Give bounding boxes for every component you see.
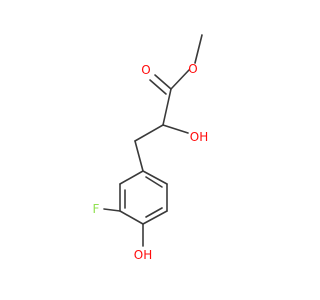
atom-label-layer: O O OH F OH xyxy=(93,62,209,262)
bond-alpha-hydroxyl xyxy=(162,124,189,134)
molecule-structure: O O OH F OH xyxy=(93,34,209,262)
bond-ester-oxygen-carbonyl-carbon xyxy=(170,69,190,90)
bond-layer xyxy=(103,34,203,247)
ring-inner-double-3 xyxy=(145,176,163,188)
ring-bond-c1-c2 xyxy=(119,170,144,185)
atom-phenol-hydroxyl: OH xyxy=(134,248,152,262)
bond-alpha-methylene xyxy=(134,124,164,142)
atom-ester-oxygen: O xyxy=(188,62,197,76)
ring-bond-c4-c5 xyxy=(142,210,168,225)
bond-ring-fluorine xyxy=(103,208,121,212)
ring-inner-double-2 xyxy=(145,207,163,218)
bond-methylene-ring xyxy=(134,140,144,172)
ring-bond-c6-c1 xyxy=(142,170,168,185)
atom-carbonyl-oxygen: O xyxy=(141,63,150,77)
bond-carbonyl-double-1 xyxy=(154,74,172,90)
atom-hydroxyl-group: OH xyxy=(190,130,208,144)
bond-methyl-ester-oxygen xyxy=(194,34,203,64)
atom-fluorine: F xyxy=(93,202,100,216)
ring-bond-c3-c4 xyxy=(119,210,144,225)
bond-carbonyl-double-2 xyxy=(149,79,167,95)
bond-carbonyl-alpha xyxy=(162,88,172,126)
